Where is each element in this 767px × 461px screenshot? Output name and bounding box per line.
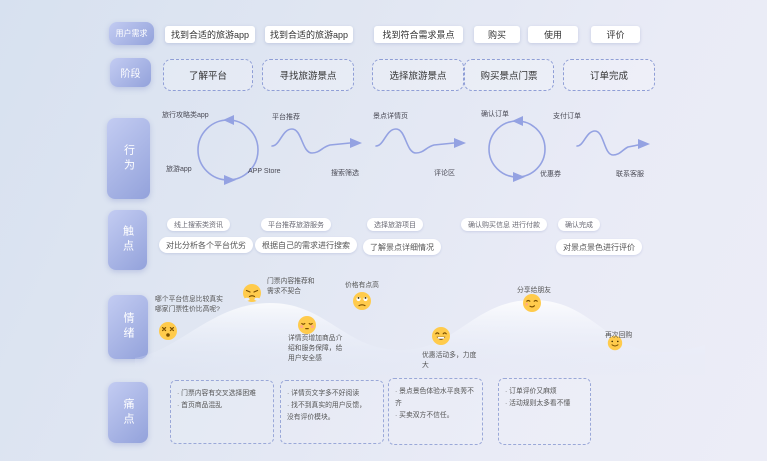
painpoint-line: · 门票内容有交叉选择困难 xyxy=(177,390,256,397)
touchpoint-tag[interactable]: 线上搜索类资讯 xyxy=(167,218,230,231)
behavior-step-label: 支付订单 xyxy=(553,113,581,120)
behavior-step-label: APP Store xyxy=(248,168,281,175)
painpoint-box: · 订单评价又麻烦 · 活动规则太多看不懂 xyxy=(498,378,591,445)
need-chip[interactable]: 找到合适的旅游app xyxy=(265,26,353,43)
smiling-face-emoji xyxy=(607,335,623,351)
behavior-step-label: 景点详情页 xyxy=(373,113,408,120)
painpoint-box: · 详情页文字多不好阅读 · 找不到真实的用户反馈， 没有评价模块。 xyxy=(280,380,384,444)
painpoint-line: · 订单评价又麻烦 xyxy=(505,388,557,395)
painpoint-line: · 活动规则太多看不懂 xyxy=(505,400,571,408)
row-label-touchpoints: 触点 xyxy=(108,210,147,270)
need-chip[interactable]: 评价 xyxy=(591,26,640,43)
row-label-stages: 阶段 xyxy=(110,58,151,87)
emotion-note: 价格有点高 xyxy=(345,282,379,289)
dizzy-face-emoji xyxy=(158,321,178,341)
emotion-note: 详情页增加商品介 绍和服务保障，给 用户安全感 xyxy=(288,335,343,363)
emotion-note: 门票内容推荐和 需求不契合 xyxy=(267,278,315,296)
emotion-curve xyxy=(135,300,705,375)
behavior-step-label: 旅游app xyxy=(166,166,192,173)
touchpoint-tag[interactable]: 平台推荐旅游服务 xyxy=(261,218,331,231)
touchpoint-tag[interactable]: 对景点景色进行评价 xyxy=(556,239,642,255)
touchpoint-tag[interactable]: 确认购买信息 进行付款 xyxy=(461,218,547,231)
row-label-painpoints: 痛点 xyxy=(108,382,148,443)
emotion-note: 哪个平台信息比较真实 哪家门票性价比高呢? xyxy=(155,296,223,314)
need-chip[interactable]: 找到符合需求景点 xyxy=(374,26,463,43)
row-label-behavior: 行为 xyxy=(107,118,150,199)
behavior-step-label: 优惠券 xyxy=(540,171,561,178)
smirking-face-emoji xyxy=(522,293,542,313)
rolling-eyes-face-emoji xyxy=(352,291,372,311)
grinning-face-emoji xyxy=(431,326,451,346)
touchpoint-tag[interactable]: 对比分析各个平台优劣 xyxy=(159,237,253,253)
behavior-step-label: 确认订单 xyxy=(481,111,509,118)
painpoint-line: · 找不到真实的用户反馈， 没有评价模块。 xyxy=(287,402,366,422)
emotion-note: 分享给朋友 xyxy=(517,287,551,294)
touchpoint-tag[interactable]: 根据自己的需求进行搜索 xyxy=(255,237,357,253)
painpoint-line: · 景点景色体验水平良莠不齐 xyxy=(395,388,474,408)
row-label-needs: 用户需求 xyxy=(109,22,154,45)
stage-box[interactable]: 购买景点门票 xyxy=(464,59,554,91)
behavior-step-label: 评论区 xyxy=(434,170,455,177)
painpoint-line: · 买卖双方不信任。 xyxy=(395,412,454,420)
stage-box[interactable]: 订单完成 xyxy=(563,59,655,91)
emotion-note: 再次回购 xyxy=(605,332,633,339)
painpoint-box: · 门票内容有交叉选择困难 · 首页商品混乱 xyxy=(170,380,274,444)
emotion-note: 优惠活动多，力度 大 xyxy=(422,352,477,370)
behavior-flow-diagram xyxy=(197,115,650,185)
row-label-emotions: 情绪 xyxy=(108,295,148,359)
flushed-tired-face-emoji xyxy=(297,315,317,335)
behavior-step-label: 联系客服 xyxy=(616,171,644,178)
touchpoint-tag[interactable]: 确认完成 xyxy=(558,218,600,231)
painpoint-line: · 首页商品混乱 xyxy=(177,402,222,410)
need-chip[interactable]: 购买 xyxy=(474,26,520,43)
behavior-step-label: 旅行攻略类app xyxy=(162,112,209,119)
need-chip[interactable]: 使用 xyxy=(528,26,578,43)
steam-nose-face-emoji xyxy=(242,283,262,303)
behavior-step-label: 平台推荐 xyxy=(272,114,300,121)
stage-box[interactable]: 寻找旅游景点 xyxy=(262,59,354,91)
stage-box[interactable]: 选择旅游景点 xyxy=(372,59,464,91)
painpoint-line: · 详情页文字多不好阅读 xyxy=(287,390,360,397)
painpoint-box: · 景点景色体验水平良莠不齐 · 买卖双方不信任。 xyxy=(388,378,483,445)
stage-box[interactable]: 了解平台 xyxy=(163,59,253,91)
need-chip[interactable]: 找到合适的旅游app xyxy=(165,26,255,43)
touchpoint-tag[interactable]: 选择旅游项目 xyxy=(367,218,423,231)
behavior-step-label: 搜索筛选 xyxy=(331,170,359,177)
touchpoint-tag[interactable]: 了解景点详细情况 xyxy=(363,239,441,255)
